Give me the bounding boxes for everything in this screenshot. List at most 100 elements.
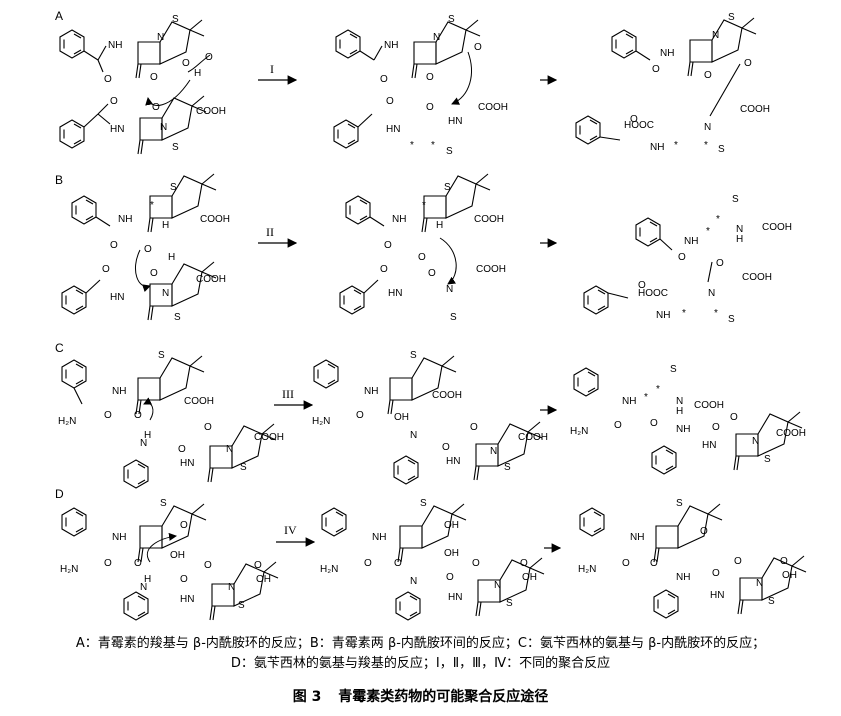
svg-text:H: H (676, 406, 683, 417)
svg-text:N: N (410, 430, 417, 441)
svg-text:NH: NH (108, 40, 122, 51)
svg-text:H: H (736, 234, 743, 245)
figure-title: 图 3 青霉素类药物的可能聚合反应途径 (0, 686, 841, 706)
svg-text:S: S (670, 364, 677, 375)
structure-b3: O NH * * S N H COOH O O HOOC NH * N * S … (583, 194, 792, 325)
svg-text:H₂N: H₂N (312, 416, 330, 427)
svg-text:O: O (630, 114, 638, 125)
svg-text:H: H (144, 430, 151, 441)
svg-text:O: O (144, 244, 152, 255)
svg-text:N: N (494, 580, 501, 591)
svg-text:S: S (172, 14, 179, 25)
svg-text:O: O (104, 558, 112, 569)
svg-text:H: H (144, 574, 151, 585)
panel-c: C H₂N O NH S O COOH H N O HN O N S COOH … (55, 341, 806, 489)
svg-text:HN: HN (110, 124, 124, 135)
figure-legend: A：青霉素的羧基与 β-内酰胺环的反应；B：青霉素两 β-内酰胺环间的反应；C：… (0, 634, 841, 674)
svg-text:H: H (168, 252, 175, 263)
svg-text:O: O (614, 420, 622, 431)
svg-text:S: S (728, 314, 735, 325)
svg-text:S: S (172, 142, 179, 153)
svg-text:COOH: COOH (762, 222, 792, 233)
svg-text:O: O (380, 264, 388, 275)
svg-text:COOH: COOH (184, 396, 214, 407)
svg-text:COOH: COOH (474, 214, 504, 225)
svg-text:*: * (674, 140, 678, 151)
svg-text:*: * (704, 140, 708, 151)
svg-text:NH: NH (384, 40, 398, 51)
svg-text:S: S (504, 462, 511, 473)
svg-text:O: O (380, 74, 388, 85)
svg-text:S: S (160, 498, 167, 509)
svg-text:N: N (160, 122, 167, 133)
svg-text:S: S (732, 194, 739, 205)
structure-a2: O NH O N S O O HN O HN S COOH * * (333, 14, 508, 157)
svg-text:O: O (418, 252, 426, 263)
svg-text:O: O (110, 96, 118, 107)
svg-text:NH: NH (656, 310, 670, 321)
svg-text:*: * (656, 384, 660, 395)
svg-text:COOH: COOH (196, 106, 226, 117)
svg-text:N: N (676, 396, 683, 407)
svg-text:H: H (162, 220, 169, 231)
svg-text:HN: HN (180, 594, 194, 605)
reaction-scheme-svg: A O NH O N S O O H O HN O N (55, 9, 807, 621)
svg-text:OH: OH (394, 412, 409, 423)
svg-text:S: S (450, 312, 457, 323)
svg-text:N: N (140, 438, 147, 449)
panel-b: B O NH * S H COOH O H O HN O N S COOH II (55, 173, 792, 325)
structure-d3: H₂N O NH S O O NH O HN O N S OH O (578, 498, 807, 619)
structure-c1: H₂N O NH S O COOH H N O HN O N S COOH (58, 350, 284, 489)
svg-text:N: N (708, 288, 715, 299)
svg-text:NH: NH (364, 386, 378, 397)
svg-text:N: N (446, 284, 453, 295)
svg-text:COOH: COOH (476, 264, 506, 275)
svg-text:O: O (364, 558, 372, 569)
svg-text:NH: NH (622, 396, 636, 407)
svg-text:O: O (134, 558, 142, 569)
svg-text:COOH: COOH (478, 102, 508, 113)
svg-text:S: S (676, 498, 683, 509)
svg-text:O: O (180, 574, 188, 585)
step-label-iii: III (282, 387, 294, 401)
svg-text:S: S (420, 498, 427, 509)
svg-text:HN: HN (110, 292, 124, 303)
svg-text:N: N (752, 436, 759, 447)
svg-text:O: O (704, 70, 712, 81)
svg-text:O: O (780, 556, 788, 567)
svg-text:NH: NH (684, 236, 698, 247)
svg-text:O: O (650, 558, 658, 569)
svg-text:N: N (736, 224, 743, 235)
svg-text:H: H (194, 68, 201, 79)
svg-text:HN: HN (702, 440, 716, 451)
panel-d-label: D (55, 487, 64, 501)
structure-c2: H₂N O NH S OH COOH N O HN O N S COOH (312, 350, 548, 485)
svg-text:S: S (444, 182, 451, 193)
svg-text:COOH: COOH (432, 390, 462, 401)
svg-text:O: O (110, 240, 118, 251)
svg-text:N: N (157, 32, 164, 43)
panel-b-label: B (55, 173, 63, 187)
svg-text:O: O (134, 410, 142, 421)
svg-text:S: S (446, 146, 453, 157)
svg-text:NH: NH (630, 532, 644, 543)
svg-text:O: O (150, 72, 158, 83)
svg-text:*: * (422, 200, 426, 211)
svg-text:O: O (152, 102, 160, 113)
svg-text:H₂N: H₂N (578, 564, 596, 575)
svg-text:*: * (644, 392, 648, 403)
svg-text:*: * (150, 200, 154, 211)
svg-text:O: O (182, 58, 190, 69)
svg-text:NH: NH (112, 386, 126, 397)
svg-text:HN: HN (446, 456, 460, 467)
svg-text:*: * (706, 226, 710, 237)
panel-a: A O NH O N S O O H O HN O N (55, 9, 770, 157)
svg-text:COOH: COOH (518, 432, 548, 443)
panel-a-label: A (55, 9, 63, 23)
svg-text:HN: HN (448, 592, 462, 603)
svg-text:HOOC: HOOC (638, 288, 668, 299)
svg-text:NH: NH (676, 424, 690, 435)
svg-text:H₂N: H₂N (58, 416, 76, 427)
svg-text:N: N (712, 30, 719, 41)
